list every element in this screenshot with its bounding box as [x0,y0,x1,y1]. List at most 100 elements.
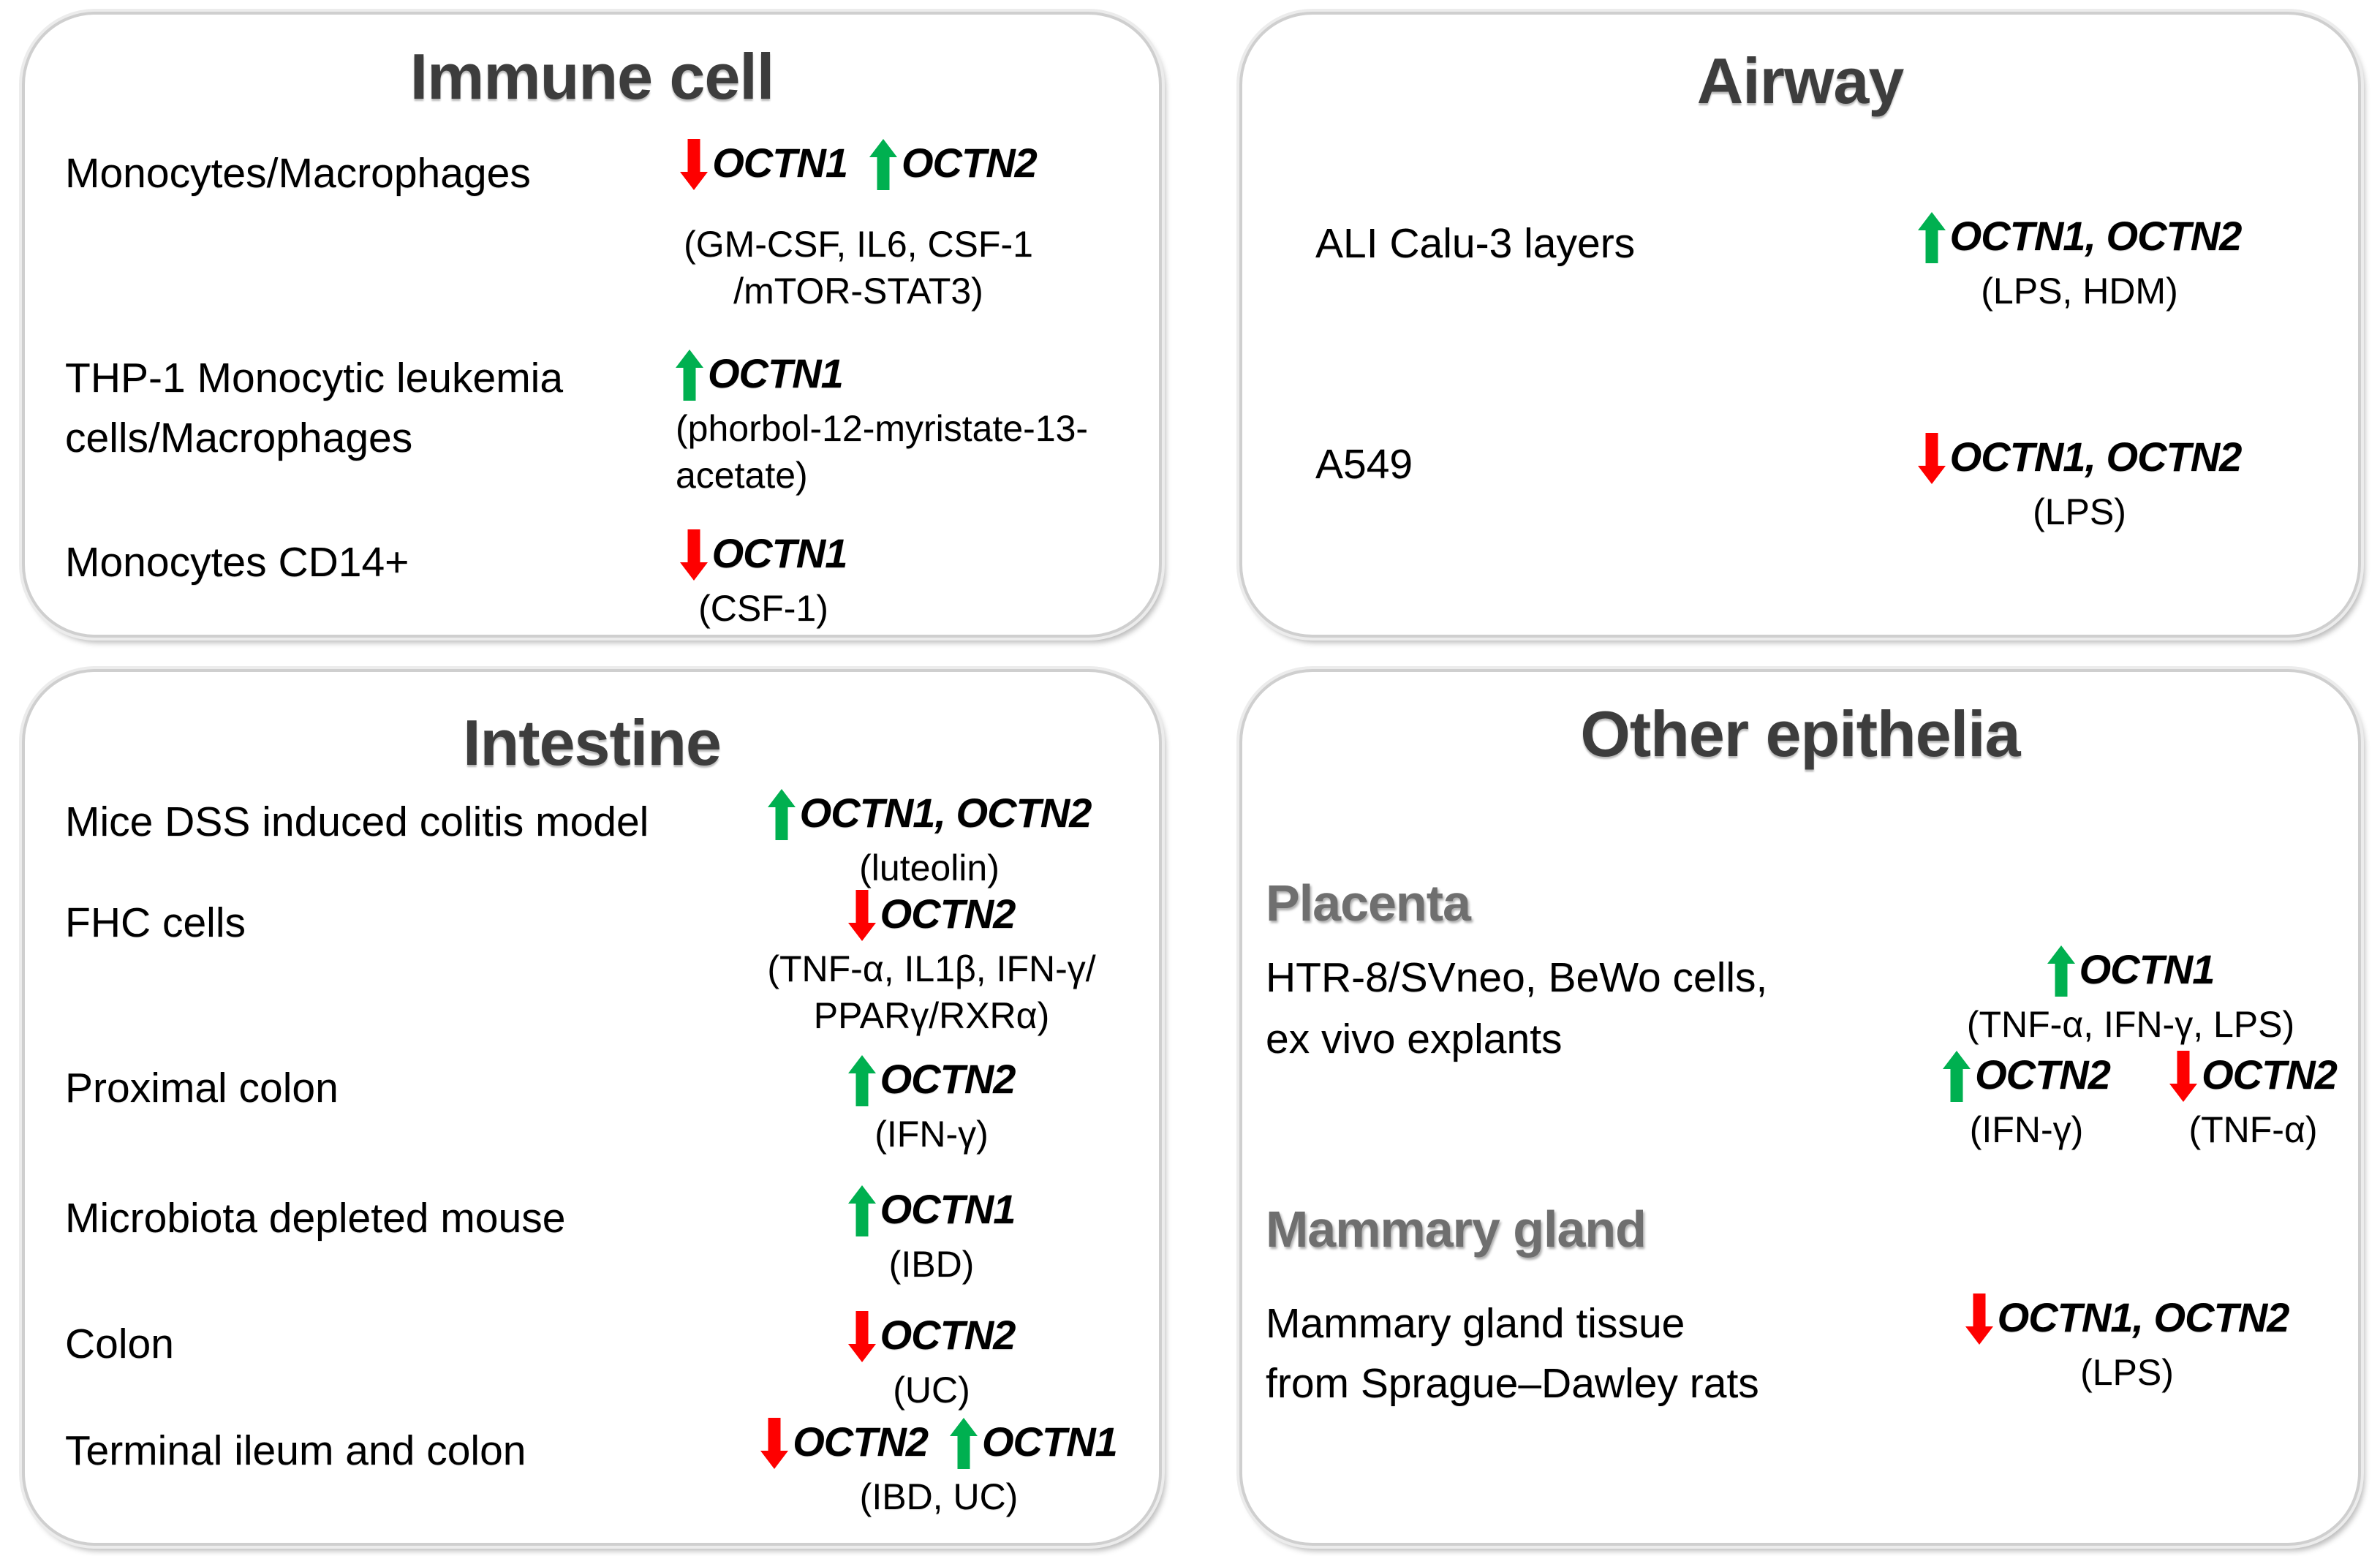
conditions-text: (IFN-γ) [741,1111,1122,1157]
octn-group-terminal-ileum: OCTN2 OCTN1 (IBD, UC) [749,1416,1129,1520]
gene-name: OCTN1 [2079,946,2215,992]
row-label-thp1: THP-1 Monocytic leukemia cells/Macrophag… [65,348,563,468]
regulation-marker: OCTN1 [679,528,847,581]
up-arrow-icon [1943,1051,1971,1102]
regulation-marker: OCTN1, OCTN2 [1965,1292,2289,1345]
condition-line: (LPS) [2033,491,2126,532]
regulation-marker: OCTN1 [2047,944,2215,997]
octn-markers: OCTN1 [654,528,873,584]
gene-name: OCTN2 [880,891,1016,937]
row-label-a549: A549 [1315,434,1413,494]
row-label-ali-calu3: ALI Calu-3 layers [1315,214,1635,273]
condition-line: (phorbol-12-myristate-13- [676,408,1089,449]
octn-markers: OCTN2 [741,1054,1122,1109]
label-line: THP-1 Monocytic leukemia [65,355,564,401]
octn-markers: OCTN1, OCTN2 [1897,431,2262,487]
condition-line: (LPS, HDM) [1981,271,2178,311]
condition-line: /mTOR-STAT3) [733,271,983,311]
label-line: Monocytes CD14+ [65,539,409,586]
octn-group-fhc: OCTN2 (TNF-α, IL1β, IFN-γ/ PPARγ/RXRα) [741,888,1122,1039]
octn-group-ali-calu3: OCTN1, OCTN2 (LPS, HDM) [1897,211,2262,314]
row-label-colon: Colon [65,1314,174,1374]
label-line: from Sprague–Dawley rats [1266,1360,1759,1407]
down-arrow-icon [1917,433,1946,484]
panel-immune-cell: Immune cell Monocytes/Macrophages OCTN1 … [22,12,1162,638]
conditions-text: (LPS, HDM) [1897,268,2262,314]
octn-group-cd14: OCTN1 (CSF-1) [654,528,873,632]
up-arrow-icon [950,1418,978,1469]
condition-line: (GM-CSF, IL6, CSF-1 [684,224,1033,265]
gene-name: OCTN2 [1975,1051,2111,1098]
row-label-mammary-tissue: Mammary gland tissue from Sprague–Dawley… [1266,1293,1759,1413]
condition-line: (IBD, UC) [859,1476,1019,1517]
octn-group-microbiota: OCTN1 (IBD) [741,1184,1122,1288]
regulation-marker: OCTN1 [676,348,844,401]
label-line: A549 [1315,441,1413,488]
regulation-marker: OCTN2 [869,137,1038,190]
conditions-text: (GM-CSF, IL6, CSF-1 /mTOR-STAT3) [668,221,1049,314]
condition-line: acetate) [676,455,808,496]
label-line: Proximal colon [65,1065,339,1111]
label-line: Monocytes/Macrophages [65,150,531,197]
gene-name: OCTN1, OCTN2 [1949,434,2243,480]
octn-markers: OCTN2 [1933,1049,2120,1105]
gene-name: OCTN2 [793,1419,929,1465]
down-arrow-icon [2169,1051,2198,1102]
label-line: FHC cells [65,899,246,946]
regulation-marker: OCTN1 [680,137,848,190]
octn-group-monocytes: OCTN1 OCTN2 (GM-CSF, IL6, CSF-1 /mTOR-ST… [668,137,1049,314]
panel-title-intestine: Intestine [463,706,722,779]
gene-name: OCTN2 [880,1312,1016,1358]
subheading-placenta: Placenta [1266,875,1471,932]
octn-group-mammary: OCTN1, OCTN2 (LPS) [1944,1292,2310,1396]
row-label-monocytes-cd14: Monocytes CD14+ [65,532,409,592]
conditions-text: (LPS) [1944,1349,2310,1396]
panel-other-epithelia: Other epithelia Placenta HTR-8/SVneo, Be… [1239,669,2361,1546]
panel-title-other-epithelia: Other epithelia [1580,698,2020,770]
label-line: Microbiota depleted mouse [65,1195,566,1242]
condition-line: (TNF-α, IFN-γ, LPS) [1966,1004,2295,1045]
conditions-text: (UC) [741,1367,1122,1413]
down-arrow-icon [847,890,876,941]
octn-markers: OCTN1, OCTN2 [1944,1292,2310,1348]
up-arrow-icon [2047,945,2075,997]
octn-group-placenta-octn2-up: OCTN2 (IFN-γ) [1933,1049,2120,1153]
regulation-marker: OCTN2 [847,888,1016,941]
row-label-fhc-cells: FHC cells [65,893,246,953]
octn-markers: OCTN1 OCTN2 [668,137,1049,193]
gene-name: OCTN1 [712,140,848,186]
condition-line: (CSF-1) [698,588,828,629]
octn-group-placenta-octn1: OCTN1 (TNF-α, IFN-γ, LPS) [1941,944,2321,1048]
label-line: Mammary gland tissue [1266,1300,1685,1347]
row-label-microbiota-mouse: Microbiota depleted mouse [65,1188,565,1248]
up-arrow-icon [1917,212,1946,263]
gene-name: OCTN1, OCTN2 [799,790,1092,836]
conditions-text: (IBD) [741,1241,1122,1288]
up-arrow-icon [847,1055,876,1106]
gene-name: OCTN1 [982,1419,1118,1465]
conditions-text: (TNF-α) [2160,1106,2346,1153]
label-line: ALI Calu-3 layers [1315,220,1636,267]
regulation-marker: OCTN2 [1943,1049,2111,1102]
subheading-mammary-gland: Mammary gland [1266,1201,1647,1258]
regulation-marker: OCTN1 [950,1416,1118,1469]
octn-group-mice-dss: OCTN1, OCTN2 (luteolin) [739,788,1119,891]
regulation-marker: OCTN1, OCTN2 [767,788,1092,840]
label-line: Mice DSS induced colitis model [65,798,649,845]
panel-title-immune-cell: Immune cell [409,40,775,113]
row-label-placenta-cells: HTR-8/SVneo, BeWo cells, ex vivo explant… [1266,947,1767,1070]
octn-markers: OCTN2 [2160,1049,2346,1105]
label-line: Terminal ileum and colon [65,1427,526,1474]
regulation-marker: OCTN1, OCTN2 [1917,211,2242,263]
up-arrow-icon [676,350,703,401]
conditions-text: (TNF-α, IFN-γ, LPS) [1941,1001,2321,1048]
condition-line: (IFN-γ) [1969,1109,2084,1150]
octn-group-colon: OCTN2 (UC) [741,1310,1122,1413]
down-arrow-icon [1965,1293,1993,1345]
regulation-marker: OCTN1, OCTN2 [1917,431,2243,484]
down-arrow-icon [760,1418,789,1469]
conditions-text: (IFN-γ) [1933,1106,2120,1153]
regulation-marker: OCTN1 [847,1184,1016,1236]
up-arrow-icon [847,1185,876,1236]
conditions-text: (phorbol-12-myristate-13- acetate) [676,405,1129,499]
